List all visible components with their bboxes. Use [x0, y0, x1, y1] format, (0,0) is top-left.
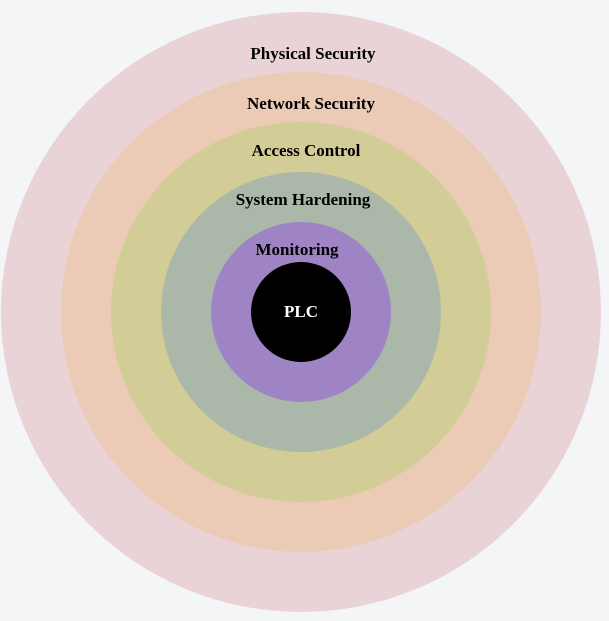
label-plc: PLC	[284, 302, 318, 321]
label-access-control: Access Control	[252, 141, 361, 160]
core-plc	[251, 262, 351, 362]
label-system-hardening: System Hardening	[236, 190, 371, 209]
label-monitoring: Monitoring	[255, 240, 339, 259]
label-network-security: Network Security	[247, 94, 375, 113]
label-physical-security: Physical Security	[250, 44, 376, 63]
